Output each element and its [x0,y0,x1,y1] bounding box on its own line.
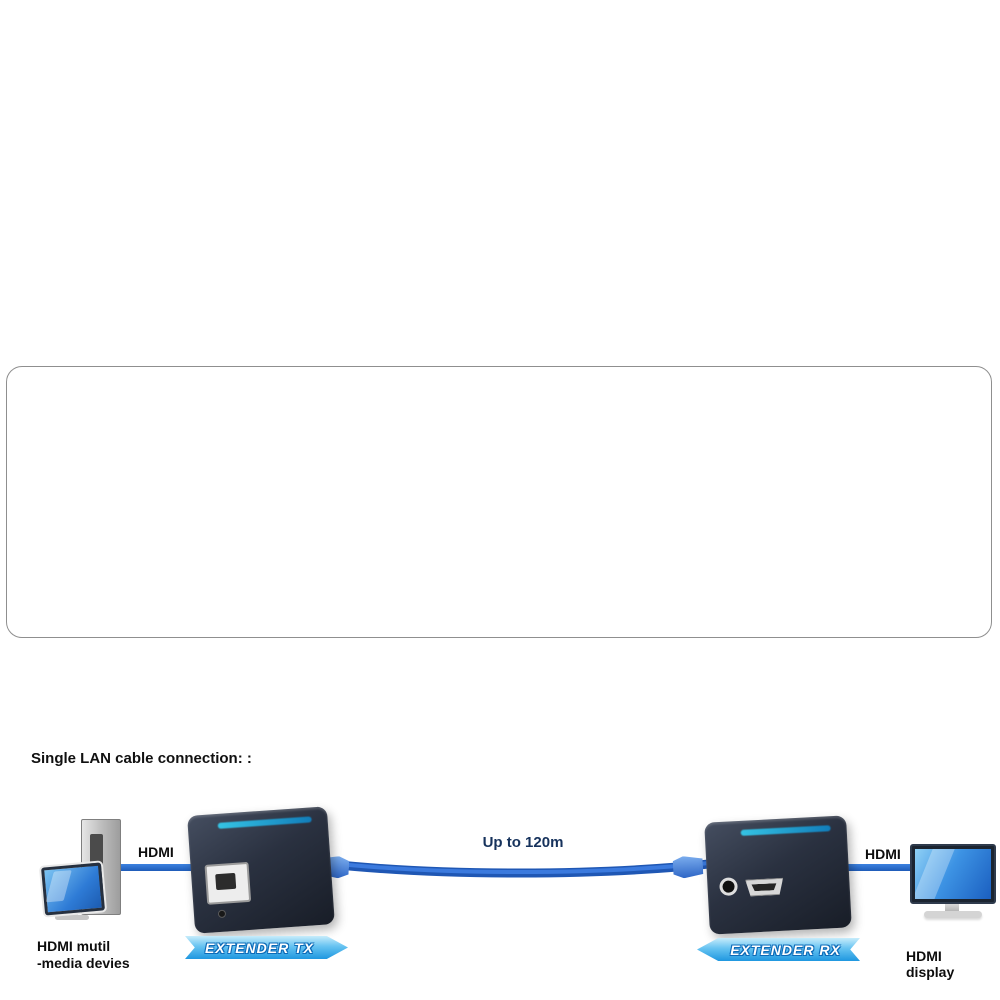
source-device-label-line1: HDMI mutil [37,938,111,954]
hdmi-cable-left [99,864,195,871]
display-screen-glare [915,849,958,899]
extender-rx-banner-text: EXTENDER RX [730,941,841,958]
extender-rx-device [704,815,852,935]
diagram-title: Single LAN cable connection: : [31,750,252,767]
screen-glare [45,870,72,903]
lan-cable [324,859,714,878]
extender-rx-banner: EXTENDER RX [697,938,860,961]
diagram-frame: Single LAN cable connection: : HDMI Up t… [6,366,996,980]
hdmi-cable-right [843,864,925,871]
tx-brand-strip [217,816,312,829]
dc-jack [719,877,738,897]
hdmi-port-slot [751,883,776,891]
display-screen [915,849,991,899]
display-device-label: HDMI display [906,948,955,980]
source-device-label-line2: -media devies [37,955,130,971]
hdmi-label-right: HDMI [865,846,901,862]
tx-led [217,909,227,919]
distance-label: Up to 120m [482,834,564,851]
source-monitor-base [55,915,89,920]
hdmi-port [745,878,784,897]
display-monitor-base [924,911,982,918]
extender-tx-banner: EXTENDER TX [185,936,348,959]
extender-tx-banner-text: EXTENDER TX [204,939,314,956]
rx-brand-strip [740,825,831,836]
rj45-port [204,861,252,905]
extender-tx-device [187,806,335,934]
display-monitor-neck [945,902,959,911]
source-device-label: HDMI mutil -media devies [37,938,130,972]
source-monitor [41,862,105,916]
rj45-port-slot [215,872,237,891]
hdmi-label-left: HDMI [138,844,174,860]
display-monitor [910,844,996,904]
